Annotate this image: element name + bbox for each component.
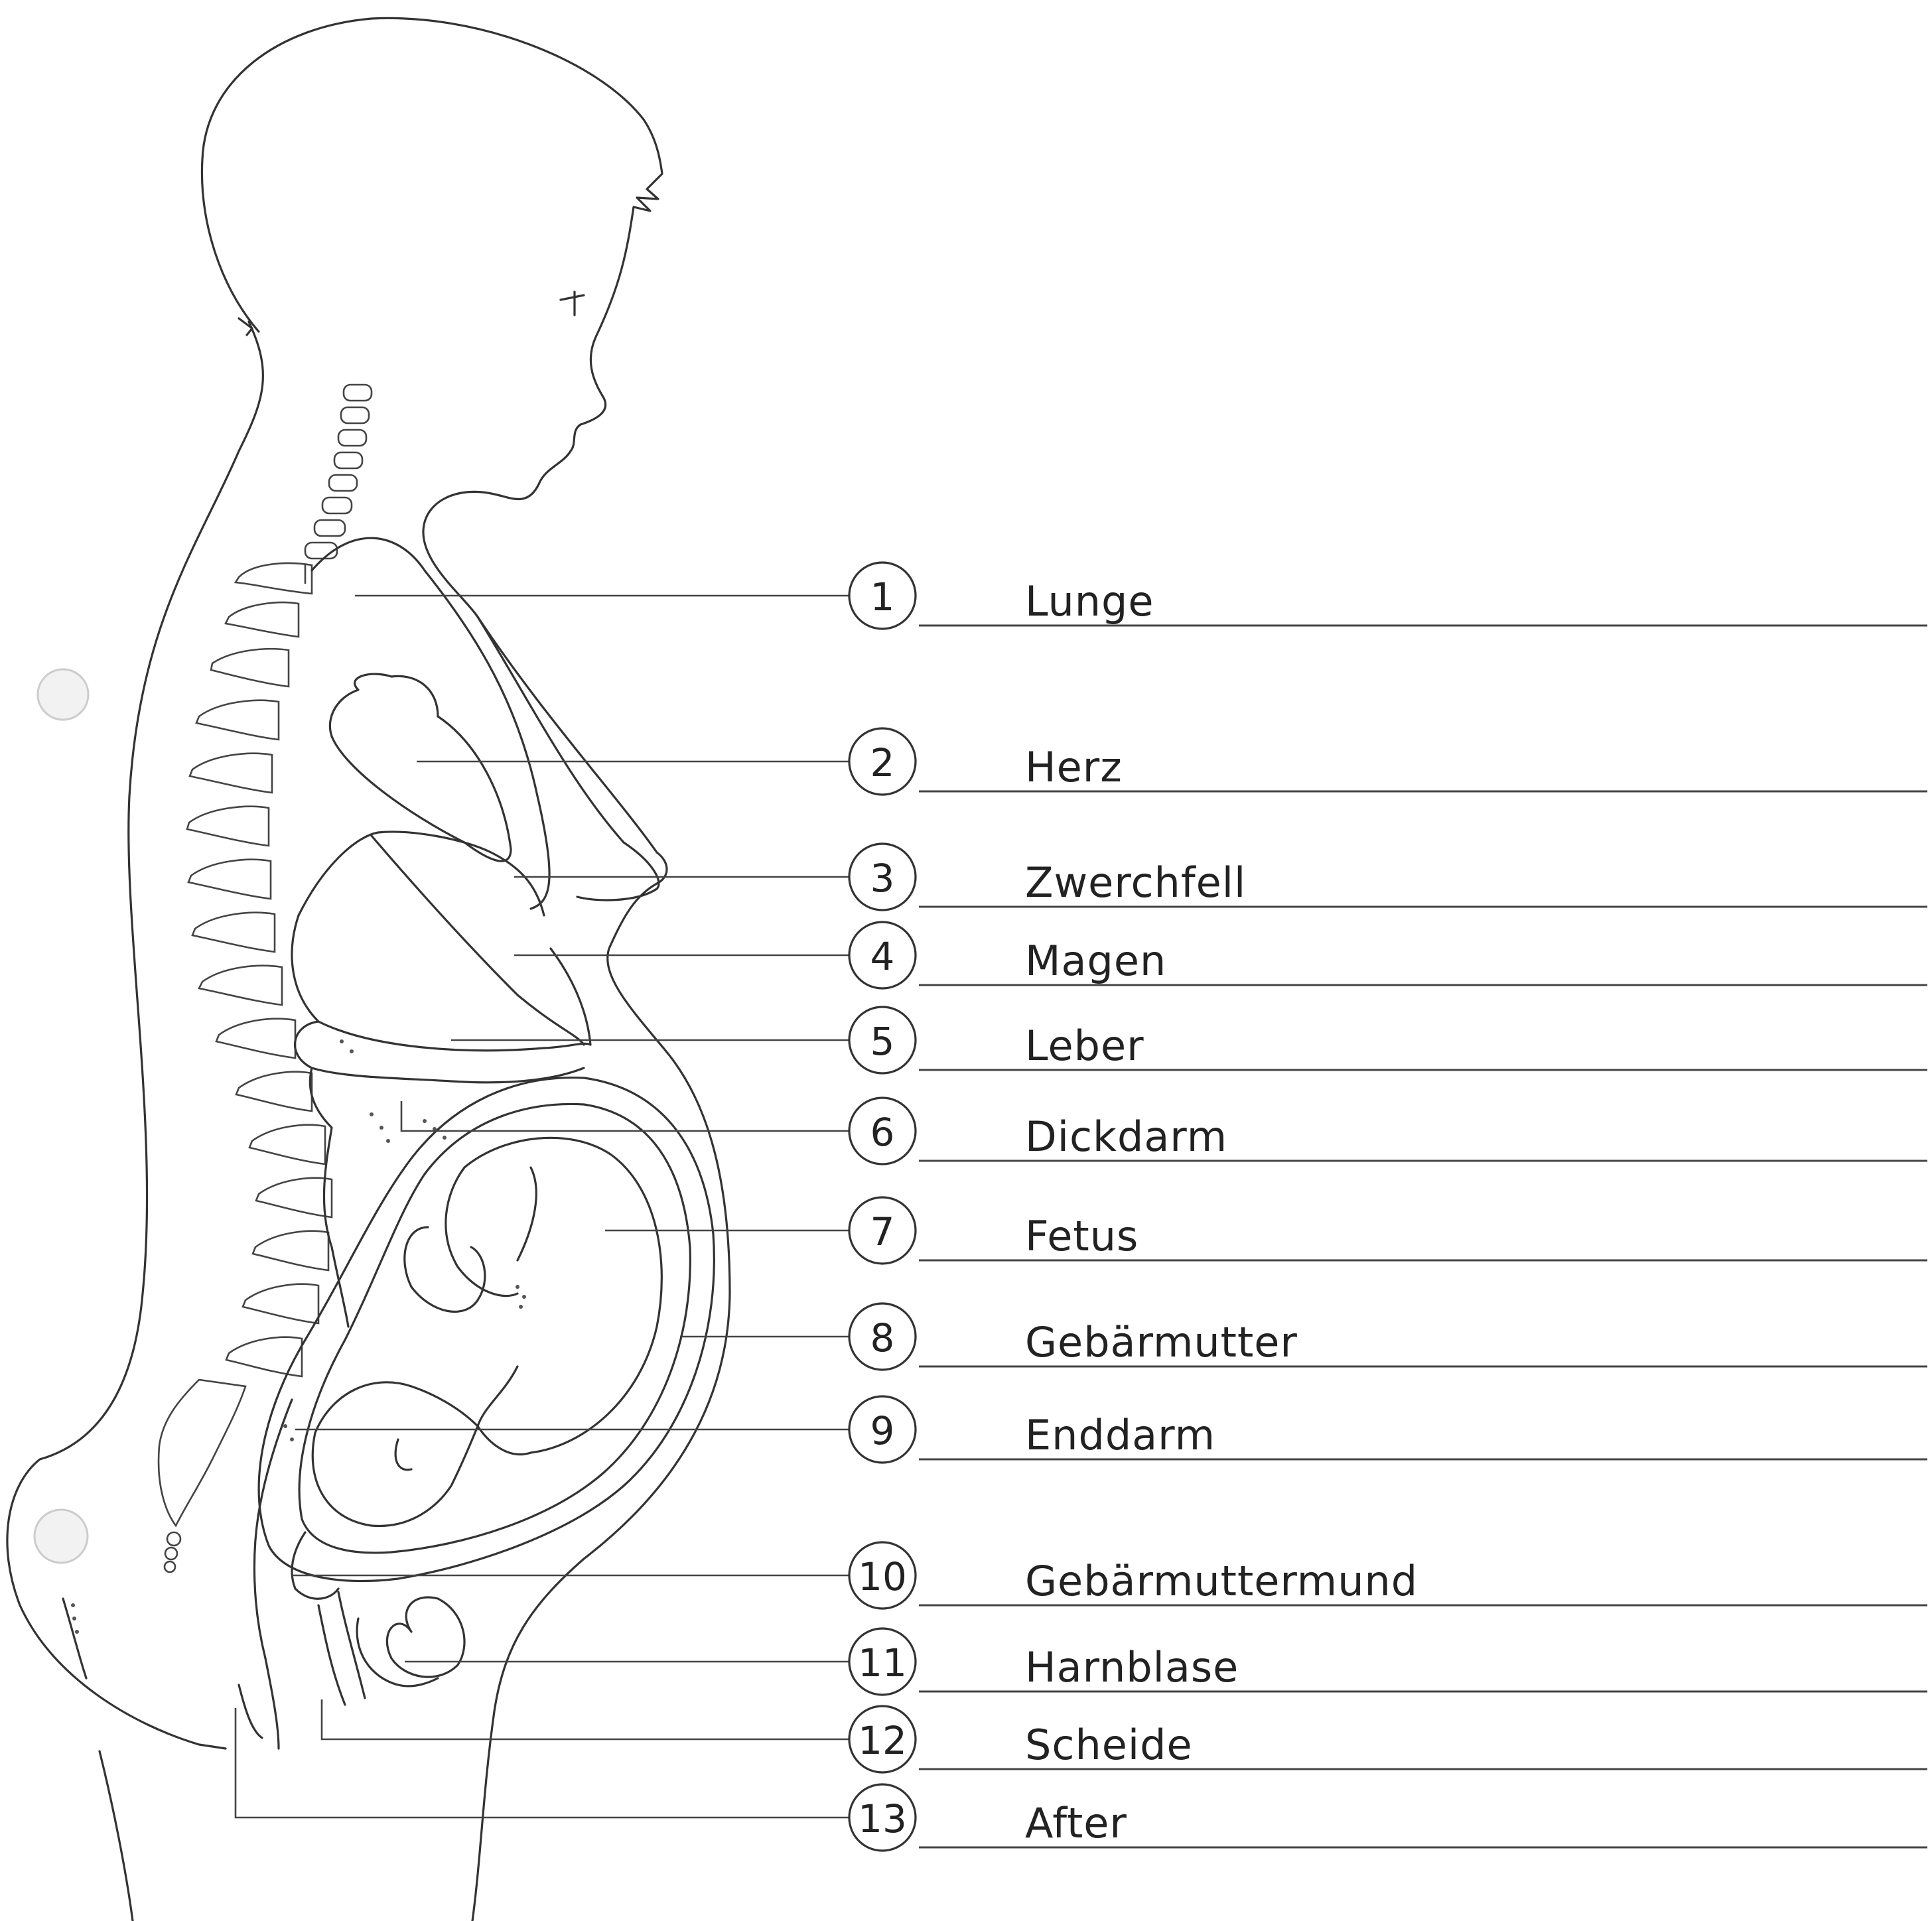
callout-6: 6 Dickdarm bbox=[849, 1098, 1927, 1164]
callout-number: 7 bbox=[870, 1209, 895, 1254]
organ-label: Lunge bbox=[1025, 577, 1154, 626]
breast-outline bbox=[478, 617, 659, 900]
callout-13: 13 After bbox=[849, 1784, 1927, 1851]
leader-line-12 bbox=[322, 1699, 849, 1739]
organ-label: Dickdarm bbox=[1025, 1112, 1227, 1161]
organ-label: Harnblase bbox=[1025, 1643, 1239, 1691]
callout-3: 3 Zwerchfell bbox=[849, 844, 1927, 910]
callout-number: 4 bbox=[870, 934, 895, 979]
organ-label: Enddarm bbox=[1025, 1411, 1215, 1459]
stomach bbox=[372, 836, 584, 1045]
fetus-hand bbox=[395, 1439, 411, 1470]
organ-label: Zwerchfell bbox=[1025, 858, 1246, 907]
uterus-inner bbox=[299, 1104, 690, 1552]
callout-4: 4 Magen bbox=[849, 922, 1927, 988]
organ-label: Gebärmuttermund bbox=[1025, 1557, 1418, 1605]
lung bbox=[312, 538, 549, 909]
callout-number: 10 bbox=[858, 1554, 907, 1599]
organ-label: Gebärmutter bbox=[1025, 1318, 1298, 1366]
organ-label: Leber bbox=[1025, 1022, 1144, 1070]
callout-number: 12 bbox=[858, 1718, 907, 1763]
callout-list: 1 Lunge 2 Herz 3 Zwerchfell 4 Magen 5 Leber 6 Dickd… bbox=[849, 563, 1927, 1851]
callout-7: 7 Fetus bbox=[849, 1197, 1927, 1264]
leader-line-13 bbox=[236, 1708, 849, 1818]
callout-1: 1 Lunge bbox=[849, 563, 1927, 629]
thigh-outline bbox=[100, 1751, 133, 1921]
callout-number: 6 bbox=[870, 1110, 895, 1155]
organ-label: Scheide bbox=[1025, 1721, 1193, 1769]
cervix bbox=[292, 1532, 338, 1599]
callout-number: 9 bbox=[870, 1408, 895, 1453]
eye-mark bbox=[561, 292, 584, 315]
cervical-vertebrae bbox=[305, 385, 372, 559]
callout-8: 8 Gebärmutter bbox=[849, 1303, 1927, 1370]
callout-12: 12 Scheide bbox=[849, 1706, 1927, 1772]
callout-number: 1 bbox=[870, 574, 895, 620]
callout-number: 2 bbox=[870, 740, 895, 785]
body-outline bbox=[7, 18, 730, 1921]
organ-label: Fetus bbox=[1025, 1212, 1138, 1260]
punch-hole-top bbox=[38, 669, 88, 720]
binder-holes bbox=[34, 669, 88, 1563]
punch-hole-bottom bbox=[34, 1510, 88, 1563]
callout-9: 9 Enddarm bbox=[849, 1396, 1927, 1463]
sacrum bbox=[159, 1380, 245, 1572]
leader-lines bbox=[236, 596, 849, 1818]
vagina bbox=[318, 1592, 365, 1705]
organ-label: Herz bbox=[1025, 743, 1123, 791]
callout-10: 10 Gebärmuttermund bbox=[849, 1542, 1927, 1609]
callout-2: 2 Herz bbox=[849, 728, 1927, 795]
callout-11: 11 Harnblase bbox=[849, 1628, 1927, 1695]
diaphragm bbox=[299, 832, 544, 915]
spine-vertebrae bbox=[187, 563, 332, 1376]
callout-number: 13 bbox=[858, 1796, 907, 1841]
buttock-crease bbox=[63, 1599, 86, 1678]
organ-label: Magen bbox=[1025, 937, 1166, 985]
callout-number: 5 bbox=[870, 1019, 895, 1064]
bladder bbox=[387, 1597, 464, 1677]
organ-label: After bbox=[1025, 1799, 1127, 1847]
callout-number: 11 bbox=[858, 1640, 907, 1686]
liver bbox=[292, 915, 590, 1051]
organs bbox=[239, 538, 714, 1749]
fetus-limb bbox=[405, 1227, 485, 1311]
anus-region bbox=[239, 1685, 262, 1738]
callout-number: 8 bbox=[870, 1315, 895, 1360]
rectum bbox=[254, 1400, 292, 1749]
callout-number: 3 bbox=[870, 856, 895, 901]
callout-5: 5 Leber bbox=[849, 1007, 1927, 1073]
